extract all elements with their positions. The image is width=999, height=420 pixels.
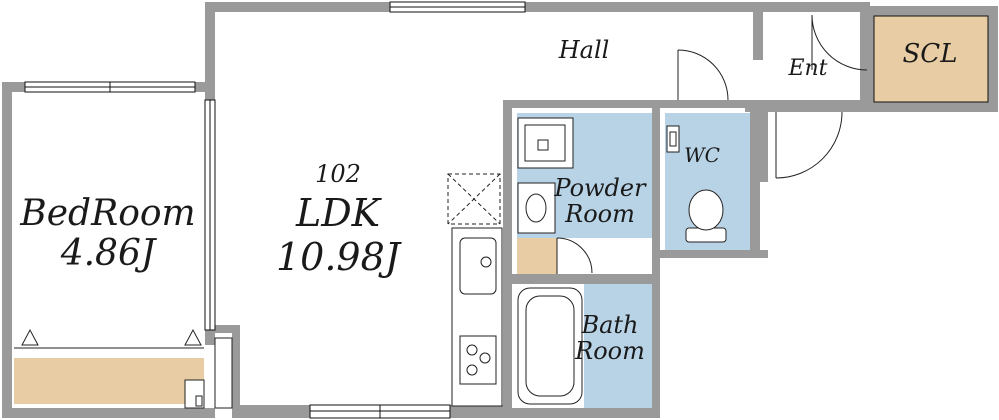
powder-storage-fill [517,238,557,274]
bedroom-closet-fill [14,358,204,404]
ldk-size-label: 10.98J [276,235,402,279]
bedroom-label: BedRoom [19,193,195,234]
bath-room-label-line2: Room [574,337,645,365]
powder-room-label-line1: Powder [553,174,647,202]
doors [14,14,868,409]
unit-number: 102 [315,160,361,188]
room-labels: 102 LDK 10.98J BedRoom 4.86J Hall Ent SC… [19,36,957,365]
bathtub-icon [517,287,583,405]
wc-label: WC [684,143,720,167]
washer-icon [517,117,574,169]
powder-room-label-line2: Room [564,200,635,228]
ldk-label: LDK [295,191,383,235]
scl-fill [873,15,989,103]
bath-room-label-line1: Bath [580,311,638,339]
scl-label: SCL [903,39,958,69]
windows [24,1,526,419]
vanity-icon [517,182,556,234]
fixtures [447,117,727,407]
entrance-label: Ent [787,56,827,81]
sink-icon [459,237,497,295]
stove-icon [459,335,497,385]
hall-label: Hall [558,36,610,64]
bath-room-fill [584,284,652,408]
toilet-icon [685,189,727,243]
bedroom-size-label: 4.86J [60,233,158,274]
